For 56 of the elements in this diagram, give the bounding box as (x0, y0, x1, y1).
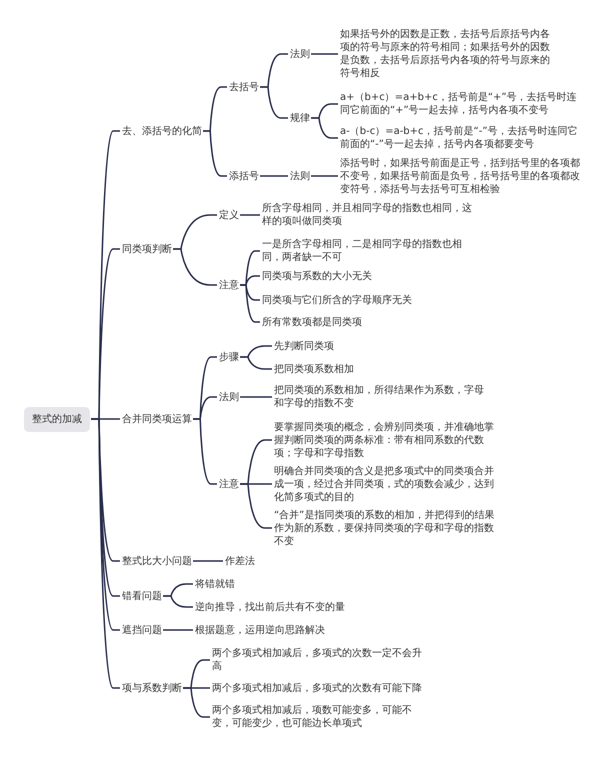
root-topic-box: 整式的加减 (24, 406, 90, 432)
note-text: 先判断同类项 (274, 340, 334, 352)
note-text: a-（b-c）=a-b+c，括号前是“-”号，去括号时连同它前面的“-”号一起去掉，括号内各项都要变号 (340, 125, 580, 151)
branch-line (240, 396, 272, 398)
branch-line (240, 284, 260, 323)
branch-line (193, 560, 223, 562)
note-text: 逆向推导，找出前后共有不变的量 (195, 600, 345, 614)
branch-topic: 整式比大小问题 (122, 554, 192, 568)
branch-line (240, 356, 272, 370)
note-text: 把同类项系数相加 (274, 362, 354, 376)
branch-line (260, 175, 288, 177)
note-text: “合并”是指同类项的系数的相加，并把得到的结果作为新的系数，要保持同类项的字母和字母的指数不变 (274, 508, 496, 548)
note-text: 添括号时，如果括号前面是正号，括到括号里的各项都不变号，如果括号前面是负号，括号括号里的各项都改变符号，添括号与去括号可互相检验 (340, 156, 580, 196)
note-text: 所含字母相同，并且相同字母的指数也相同，这样的项叫做同类项 (262, 202, 477, 228)
branch-topic: 去、添括号的化简 (122, 124, 202, 138)
subtopic: 定义 (219, 208, 239, 222)
note-text: 同类项与它们所含的字母顺序无关 (262, 294, 412, 306)
note-text: 两个多项式相加减后，多项式的次数一定不会升高 (212, 647, 426, 673)
note-text: 作差法 (225, 554, 255, 568)
branch-topic: 同类项判断 (122, 242, 172, 256)
subtopic: 添括号 (229, 170, 259, 182)
branch-line (163, 629, 193, 631)
branch-line (91, 418, 120, 689)
branch-line (311, 175, 338, 177)
note-text: 如果括号外的因数是正数，去括号后原括号内各项的符号与原来的符号相同；如果括号外的因数是负数，去括号后原括号内各项的符号与原来的符号相反 (340, 28, 552, 80)
note-text: 根据题意，运用逆向思路解决 (195, 624, 325, 636)
subtopic: 法则 (290, 48, 310, 60)
subtopic: 法则 (290, 170, 310, 182)
subtopic: 注意 (219, 478, 239, 490)
note-text: a+（b+c）=a+b+c，括号前是“+”号，去括号时连同它前面的“+”号一起去掉，括号内各项不变号 (340, 91, 580, 117)
branch-line (183, 687, 210, 718)
note-text: 两个多项式相加减后，多项式的次数有可能下降 (212, 682, 422, 694)
note-text: 一是所含字母相同，二是相同字母的指数也相同，两者缺一不可 (262, 238, 477, 264)
branch-topic: 合并同类项运算 (122, 412, 192, 426)
subtopic: 注意 (219, 278, 239, 292)
note-text: 将错就错 (195, 578, 235, 590)
subtopic: 步骤 (219, 350, 239, 364)
branch-topic: 错看问题 (122, 590, 162, 602)
note-text: 把同类项的系数相加，所得结果作为系数，字母和字母的指数不变 (274, 384, 489, 410)
note-text: 两个多项式相加减后，项数可能变多，可能不变，可能变少，也可能边长单项式 (212, 704, 426, 730)
note-text: 明确合并同类项的含义是把多项式中的同类项合并成一项，经过合并同类项，式的项数会减少，达到化简多项式的目的 (274, 464, 496, 504)
branch-line (240, 483, 272, 529)
branch-topic: 遮挡问题 (122, 624, 162, 636)
subtopic: 去括号 (229, 80, 259, 94)
branch-line (311, 117, 338, 139)
branch-line (311, 53, 338, 55)
branch-line (163, 595, 193, 608)
branch-line (173, 248, 217, 286)
note-text: 所有常数项都是同类项 (262, 316, 362, 328)
branch-topic: 项与系数判断 (122, 682, 182, 694)
note-text: 要掌握同类项的概念，会辨别同类项，并准确地掌握判断同类项的两条标准：带有相同系数的代数项；字母和字母指数 (274, 420, 496, 460)
subtopic: 规律 (290, 112, 310, 124)
subtopic: 法则 (219, 390, 239, 404)
note-text: 同类项与系数的大小无关 (262, 270, 372, 282)
branch-line (260, 86, 288, 119)
branch-line (240, 214, 260, 216)
